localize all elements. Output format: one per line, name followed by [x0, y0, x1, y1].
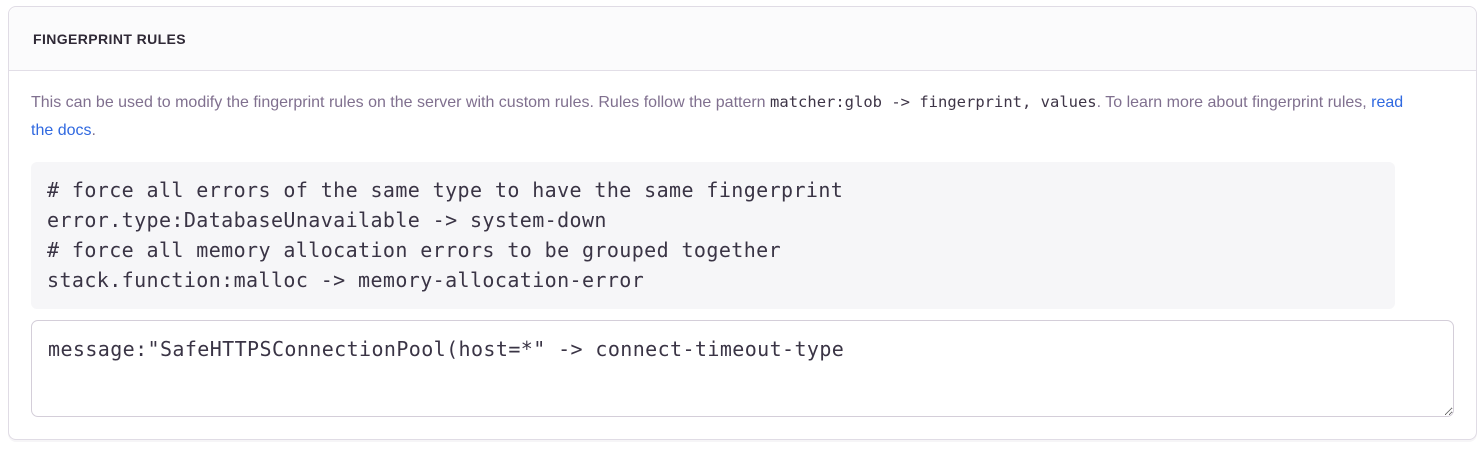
panel-header: FINGERPRINT RULES [9, 7, 1476, 71]
example-rules-code-block: # force all errors of the same type to h… [31, 162, 1395, 309]
pattern-inline-code: matcher:glob -> fingerprint, values [770, 93, 1097, 111]
example-line-rule-2: stack.function:malloc -> memory-allocati… [47, 268, 645, 292]
example-line-rule-1: error.type:DatabaseUnavailable -> system… [47, 208, 607, 232]
help-text-segment-2: . To learn more about fingerprint rules, [1096, 94, 1372, 111]
help-text-segment-3: . [91, 122, 96, 139]
panel-body: This can be used to modify the fingerpri… [9, 71, 1476, 439]
read-the-docs-link[interactable]: read the docs [31, 94, 1404, 139]
fingerprint-rules-panel: FINGERPRINT RULES This can be used to mo… [8, 6, 1477, 440]
panel-title: FINGERPRINT RULES [33, 31, 187, 47]
help-text-segment-1: This can be used to modify the fingerpri… [31, 94, 771, 111]
example-line-comment-2: # force all memory allocation errors to … [47, 238, 782, 262]
help-text: This can be used to modify the fingerpri… [31, 88, 1428, 145]
example-line-comment-1: # force all errors of the same type to h… [47, 178, 844, 202]
fingerprint-rules-textarea[interactable]: message:"SafeHTTPSConnectionPool(host=*"… [31, 320, 1454, 417]
